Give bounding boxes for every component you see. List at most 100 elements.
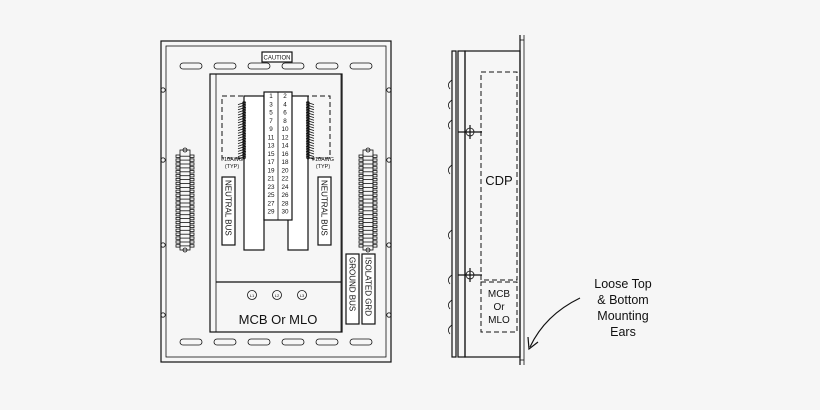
terminal-screw	[358, 162, 364, 166]
wire-lead	[305, 138, 315, 142]
bottom-mounting-slots	[179, 338, 373, 346]
terminal-strip-body	[362, 149, 374, 251]
terminal-screw	[358, 158, 364, 162]
wire-lead	[305, 125, 315, 129]
wire-label-left-typ: (TYP)	[225, 164, 240, 170]
circuit-numbers: 1357911131517192123252729246810121416182…	[267, 93, 289, 216]
wire-lead	[237, 135, 247, 139]
terminal-screw	[189, 193, 195, 197]
terminal-screw	[189, 220, 195, 225]
terminal-screw	[175, 240, 181, 244]
wire-lead	[237, 101, 247, 105]
cdp-outline	[480, 71, 518, 281]
terminal-screw	[189, 185, 195, 189]
terminal-screw	[358, 189, 364, 193]
circuit-number-odd: 3	[269, 101, 273, 108]
circuit-number-even: 6	[283, 110, 287, 117]
terminal-screw	[358, 185, 364, 189]
terminal-screw	[175, 220, 181, 225]
right-wire-terminals	[305, 101, 315, 160]
wire-terminal	[242, 155, 246, 160]
terminal-screw	[372, 189, 378, 193]
mounting-holes	[160, 87, 392, 318]
circuit-number-even: 10	[281, 126, 289, 133]
terminal-strip-top-mount	[365, 147, 371, 153]
circuit-number-even: 30	[281, 209, 289, 216]
wire-lead	[237, 145, 247, 150]
lug-l1-label: L1	[250, 293, 255, 298]
circuit-number-odd: 19	[267, 167, 275, 174]
terminal-screw	[189, 181, 195, 186]
terminal-screw	[372, 201, 378, 205]
terminal-screw	[358, 177, 364, 182]
circuit-number-odd: 17	[267, 159, 275, 166]
top-mounting-slots	[179, 62, 373, 70]
terminal-screw	[189, 209, 195, 213]
terminal-screw	[175, 185, 181, 189]
circuit-number-odd: 29	[267, 209, 275, 216]
side-latch-lower	[458, 268, 482, 282]
terminal-screw	[372, 209, 378, 213]
terminal-screw	[372, 232, 378, 236]
caution-label: CAUTION	[264, 56, 291, 62]
terminal-screw	[189, 216, 195, 221]
wire-lead	[237, 122, 247, 126]
terminal-screw	[372, 197, 378, 201]
neutral-bus-right-box	[317, 176, 332, 246]
terminal-screw	[358, 201, 364, 205]
terminal-screw	[175, 201, 181, 205]
terminal-screw	[175, 158, 181, 162]
isolated-grd-label: ISOLATED GRD	[364, 257, 373, 316]
wire-lead	[237, 119, 247, 124]
ground-bus-label: GROUND BUS	[348, 257, 357, 311]
circuit-number-even: 26	[281, 192, 289, 199]
side-front-trim	[457, 50, 466, 358]
terminal-screw	[358, 154, 364, 158]
wire-lead	[237, 153, 247, 157]
circuit-number-odd: 1	[269, 93, 273, 100]
loose-ears-callout: Loose Top & Bottom Mounting Ears	[527, 277, 652, 351]
terminal-screw	[372, 154, 378, 158]
terminal-screw	[189, 189, 195, 193]
terminal-screw	[372, 213, 378, 217]
terminal-screw	[175, 177, 181, 182]
terminal-screw	[189, 158, 195, 162]
terminal-screw	[175, 154, 181, 158]
circuit-number-odd: 7	[269, 118, 273, 125]
terminal-screw	[372, 205, 378, 209]
wire-terminal	[306, 155, 310, 160]
cdp-label: CDP	[485, 173, 512, 188]
side-view: CDP MCB Or MLO	[448, 35, 525, 365]
terminal-screw	[175, 205, 181, 209]
terminal-screw	[175, 189, 181, 193]
wire-lead	[305, 112, 315, 116]
wire-lead	[237, 130, 247, 134]
lug-l1	[247, 290, 257, 300]
wire-lead	[237, 127, 247, 131]
caution-label-box	[261, 51, 293, 63]
terminal-screw	[358, 205, 364, 209]
wire-lead	[305, 119, 315, 124]
wire-lead	[305, 117, 315, 121]
circuit-number-odd: 11	[268, 134, 275, 141]
terminal-screw	[358, 166, 364, 170]
terminal-screw	[189, 177, 195, 182]
terminal-screw	[372, 228, 378, 232]
wire-lead	[237, 109, 247, 113]
terminal-screw	[175, 244, 181, 248]
terminal-screw	[189, 197, 195, 201]
terminal-screw	[358, 216, 364, 221]
terminal-screw	[189, 232, 195, 236]
terminal-screw	[358, 224, 364, 228]
terminal-screw	[372, 181, 378, 186]
terminal-screw	[175, 224, 181, 228]
terminal-strip-bottom-mount	[182, 247, 188, 253]
wire-lead	[237, 140, 247, 144]
terminal-screw	[372, 240, 378, 244]
terminal-screw	[189, 244, 195, 248]
interior-panel-inner	[215, 73, 342, 333]
callout-line-3: Mounting	[597, 309, 648, 323]
wire-lead	[305, 104, 315, 108]
terminal-screw	[189, 174, 195, 178]
